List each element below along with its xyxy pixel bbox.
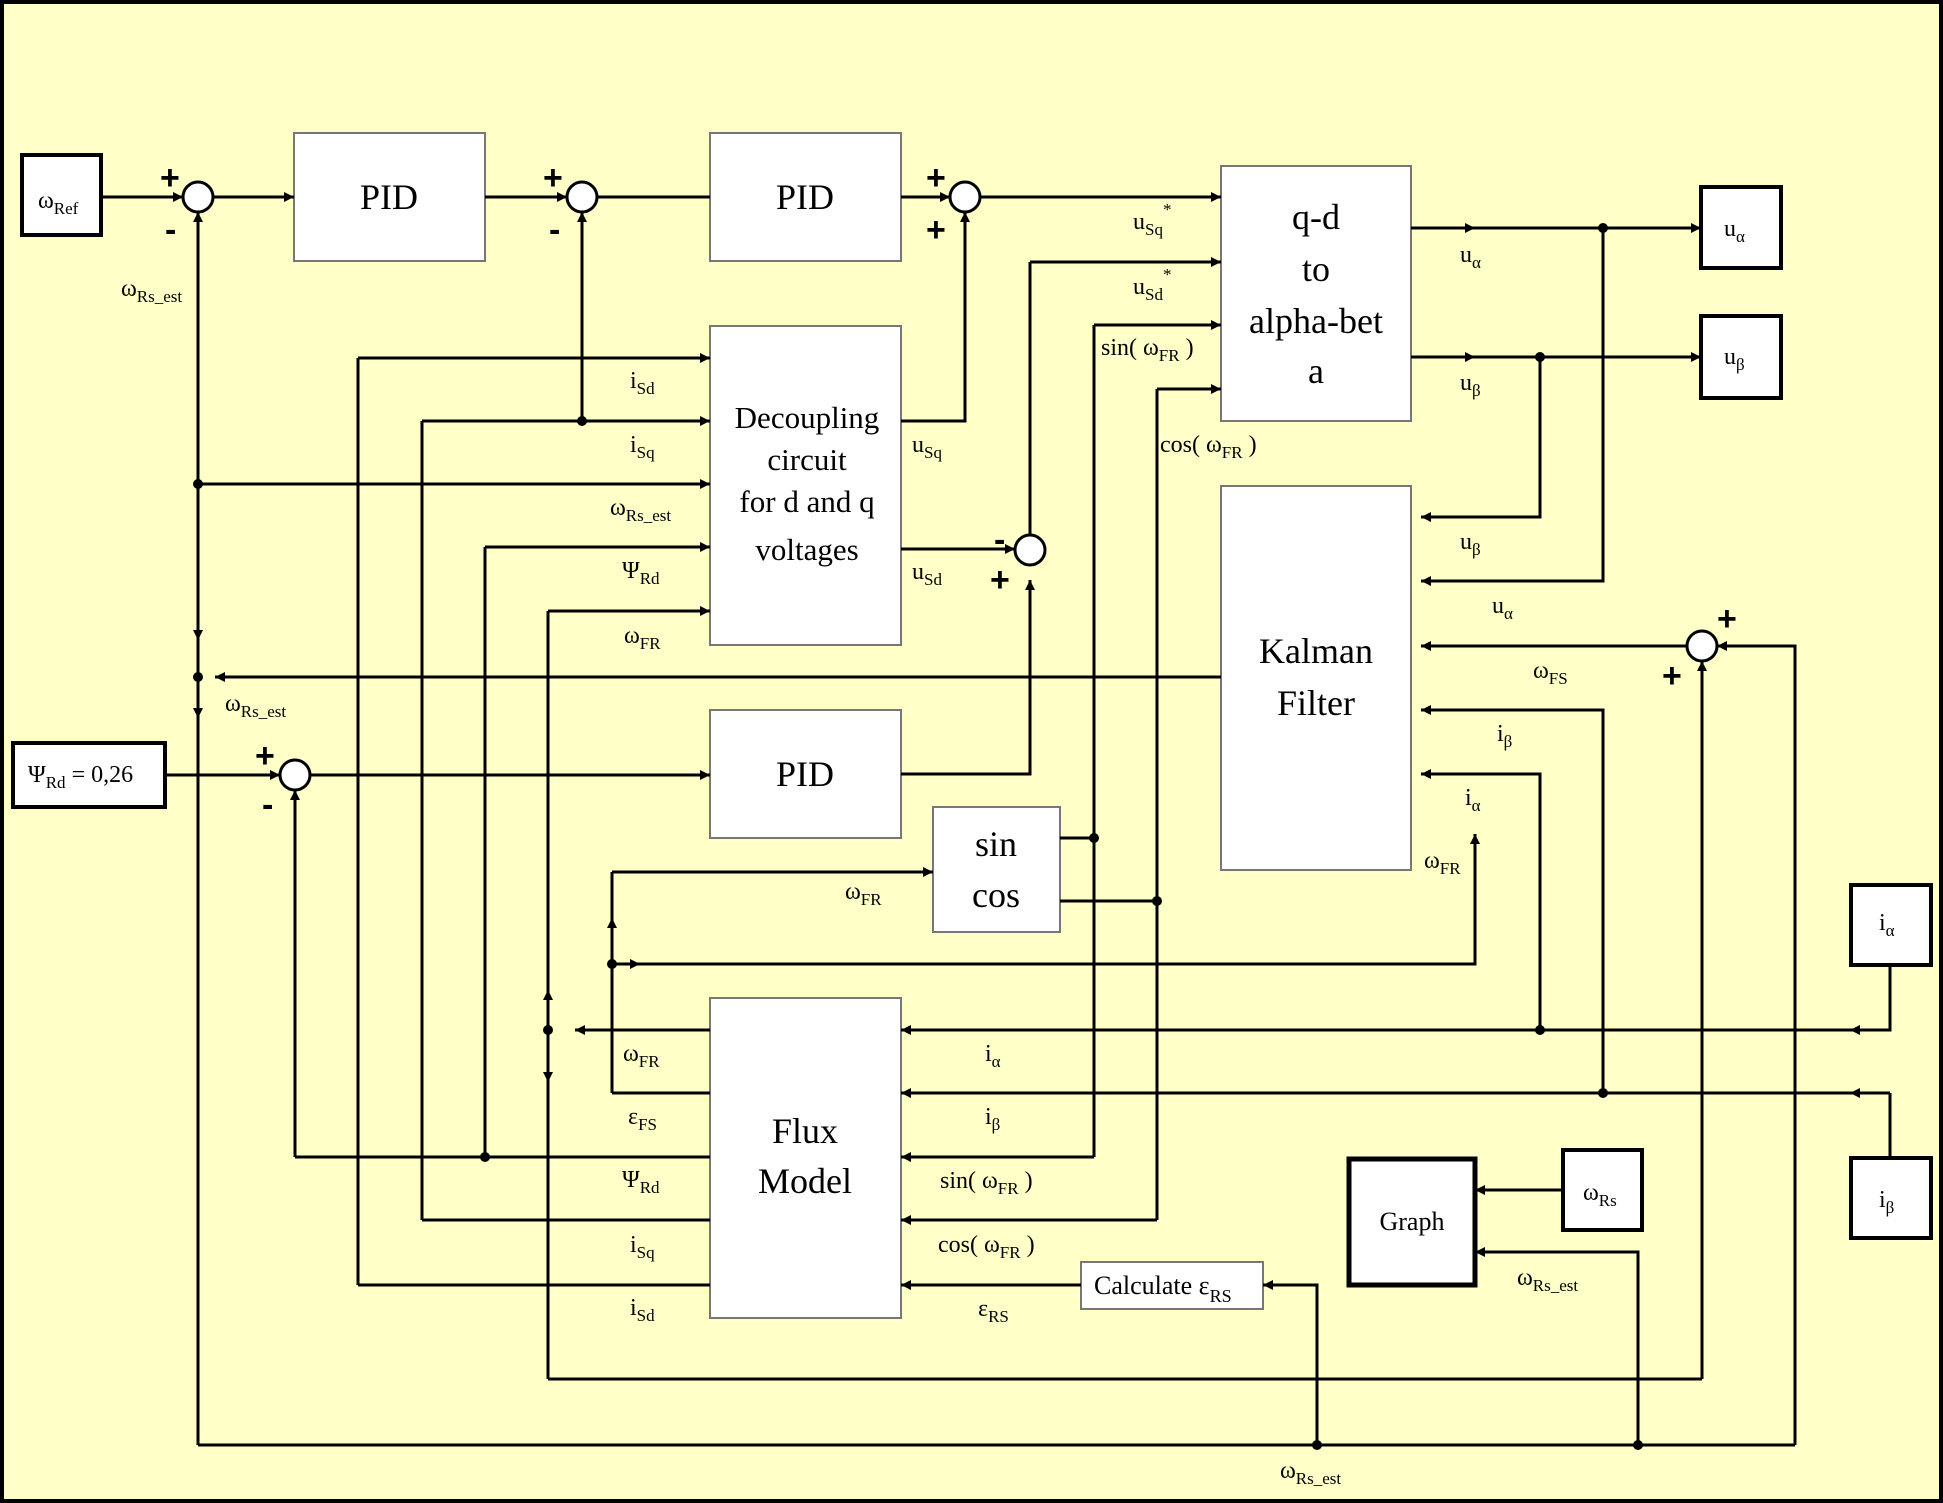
svg-text:-: - xyxy=(165,211,176,249)
svg-text:PID: PID xyxy=(776,754,834,794)
signal-wires xyxy=(101,192,1892,1447)
svg-text:q-d: q-d xyxy=(1292,197,1340,237)
label-u-beta-out: uβ xyxy=(1460,370,1481,400)
i-alpha-input: iα xyxy=(1849,883,1933,967)
u-alpha-output: uα xyxy=(1699,185,1783,270)
label-u-sd-star: uSd* xyxy=(1133,265,1171,304)
svg-text:for d and q: for d and q xyxy=(739,484,874,519)
label-w-rs-est-top: ωRs_est xyxy=(121,276,182,306)
svg-text:-: - xyxy=(549,211,560,249)
svg-text:+: + xyxy=(926,211,946,249)
label-w-fr-sincos: ωFR xyxy=(845,879,882,909)
label-u-sd-dec: uSd xyxy=(912,559,942,589)
label-cos-wfr-flux: cos( ωFR ) xyxy=(938,1232,1035,1262)
psi-rd-reference-input: ΨRd = 0,26 xyxy=(11,741,167,809)
omega-rs-input: ωRs xyxy=(1561,1148,1644,1232)
svg-text:PID: PID xyxy=(776,177,834,217)
pid-current-q-block: PID xyxy=(709,132,902,262)
svg-text:-: - xyxy=(994,521,1005,559)
decoupling-circuit-block: Decoupling circuit for d and q voltages xyxy=(709,325,902,646)
label-sin-wfr-qd: sin( ωFR ) xyxy=(1101,335,1194,365)
label-u-beta-kal: uβ xyxy=(1460,529,1481,559)
label-cos-wfr-qd: cos( ωFR ) xyxy=(1160,432,1257,462)
graph-block: Graph xyxy=(1346,1156,1478,1288)
svg-text:Model: Model xyxy=(758,1161,852,1201)
svg-text:uβ: uβ xyxy=(1724,344,1745,374)
label-i-sq-dec: iSq xyxy=(630,432,655,462)
label-u-sq-star: uSq* xyxy=(1133,200,1171,239)
svg-text:+: + xyxy=(1717,600,1737,638)
label-i-alpha-kal: iα xyxy=(1465,785,1481,815)
svg-text:uα: uα xyxy=(1724,216,1745,246)
svg-text:+: + xyxy=(255,737,275,775)
sum-junction-usq: + + xyxy=(926,159,982,249)
svg-text:Filter: Filter xyxy=(1277,683,1355,723)
label-u-alpha-out: uα xyxy=(1460,242,1481,272)
svg-text:PID: PID xyxy=(360,177,418,217)
label-w-rs-est-mid: ωRs_est xyxy=(225,691,286,721)
svg-text:+: + xyxy=(160,159,180,197)
svg-text:Flux: Flux xyxy=(772,1111,838,1151)
label-i-beta-kal: iβ xyxy=(1497,721,1512,751)
label-i-beta-flux: iβ xyxy=(985,1104,1000,1134)
label-u-alpha-kal: uα xyxy=(1492,593,1513,623)
label-w-fr-kal: ωFR xyxy=(1424,848,1461,878)
label-psi-rd-dec: ΨRd xyxy=(622,558,660,588)
label-eps-rs-flux: εRS xyxy=(978,1296,1009,1326)
i-beta-input: iβ xyxy=(1849,1156,1933,1240)
svg-text:alpha-bet: alpha-bet xyxy=(1249,301,1383,341)
svg-text:Calculate εRS: Calculate εRS xyxy=(1094,1271,1232,1306)
omega-ref-input: ωRef xyxy=(20,153,103,237)
svg-text:Kalman: Kalman xyxy=(1259,631,1373,671)
label-w-rs-est-graph: ωRs_est xyxy=(1517,1265,1578,1295)
svg-text:voltages: voltages xyxy=(755,532,858,567)
label-eps-fs-flux: εFS xyxy=(628,1104,657,1134)
label-w-rs-est-dec: ωRs_est xyxy=(610,495,671,525)
svg-text:cos: cos xyxy=(972,875,1020,915)
svg-text:+: + xyxy=(543,159,563,197)
label-psi-rd-flux: ΨRd xyxy=(622,1167,660,1197)
svg-text:a: a xyxy=(1308,351,1324,391)
label-u-sq-dec: uSq xyxy=(912,432,942,462)
label-i-sd-dec: iSd xyxy=(630,368,655,398)
pid-speed-block: PID xyxy=(293,132,486,262)
svg-text:+: + xyxy=(926,159,946,197)
label-w-fr-flux: ωFR xyxy=(623,1041,660,1071)
svg-text:+: + xyxy=(990,561,1010,599)
flux-model-block: Flux Model xyxy=(709,997,902,1319)
label-w-fs-kal: ωFS xyxy=(1533,658,1568,688)
kalman-filter-block: Kalman Filter xyxy=(1220,485,1412,871)
label-sin-wfr-flux: sin( ωFR ) xyxy=(940,1168,1033,1198)
qd-to-alpha-beta-block: q-d to alpha-bet a xyxy=(1220,165,1412,422)
junction-dots xyxy=(193,223,1643,1450)
svg-text:ωRs: ωRs xyxy=(1583,1180,1617,1210)
svg-text:to: to xyxy=(1302,249,1330,289)
u-beta-output: uβ xyxy=(1699,314,1783,400)
svg-text:Decoupling: Decoupling xyxy=(735,400,880,435)
sin-cos-block: sin cos xyxy=(932,806,1061,933)
svg-text:-: - xyxy=(262,786,273,824)
signal-labels: ωRs_est iSd iSq ωRs_est ΨRd ωFR uSq uSd … xyxy=(121,200,1578,1488)
svg-text:ωRef: ωRef xyxy=(38,188,79,218)
pid-flux-block: PID xyxy=(709,709,902,839)
svg-text:Graph: Graph xyxy=(1380,1207,1445,1236)
svg-text:ΨRd = 0,26: ΨRd = 0,26 xyxy=(28,762,133,792)
label-w-rs-est-bottom: ωRs_est xyxy=(1280,1458,1341,1488)
label-i-sd-flux: iSd xyxy=(630,1295,655,1325)
svg-text:sin: sin xyxy=(975,824,1017,864)
label-w-fr-dec: ωFR xyxy=(624,623,661,653)
calculate-eps-rs-block: Calculate εRS xyxy=(1080,1261,1264,1310)
svg-text:iα: iα xyxy=(1879,910,1895,940)
sum-junction-omega-fs: + + xyxy=(1662,600,1737,695)
label-i-sq-flux: iSq xyxy=(630,1232,655,1262)
label-i-alpha-flux: iα xyxy=(985,1041,1001,1071)
svg-text:iβ: iβ xyxy=(1879,1187,1894,1217)
svg-text:circuit: circuit xyxy=(767,442,847,477)
svg-text:+: + xyxy=(1662,657,1682,695)
